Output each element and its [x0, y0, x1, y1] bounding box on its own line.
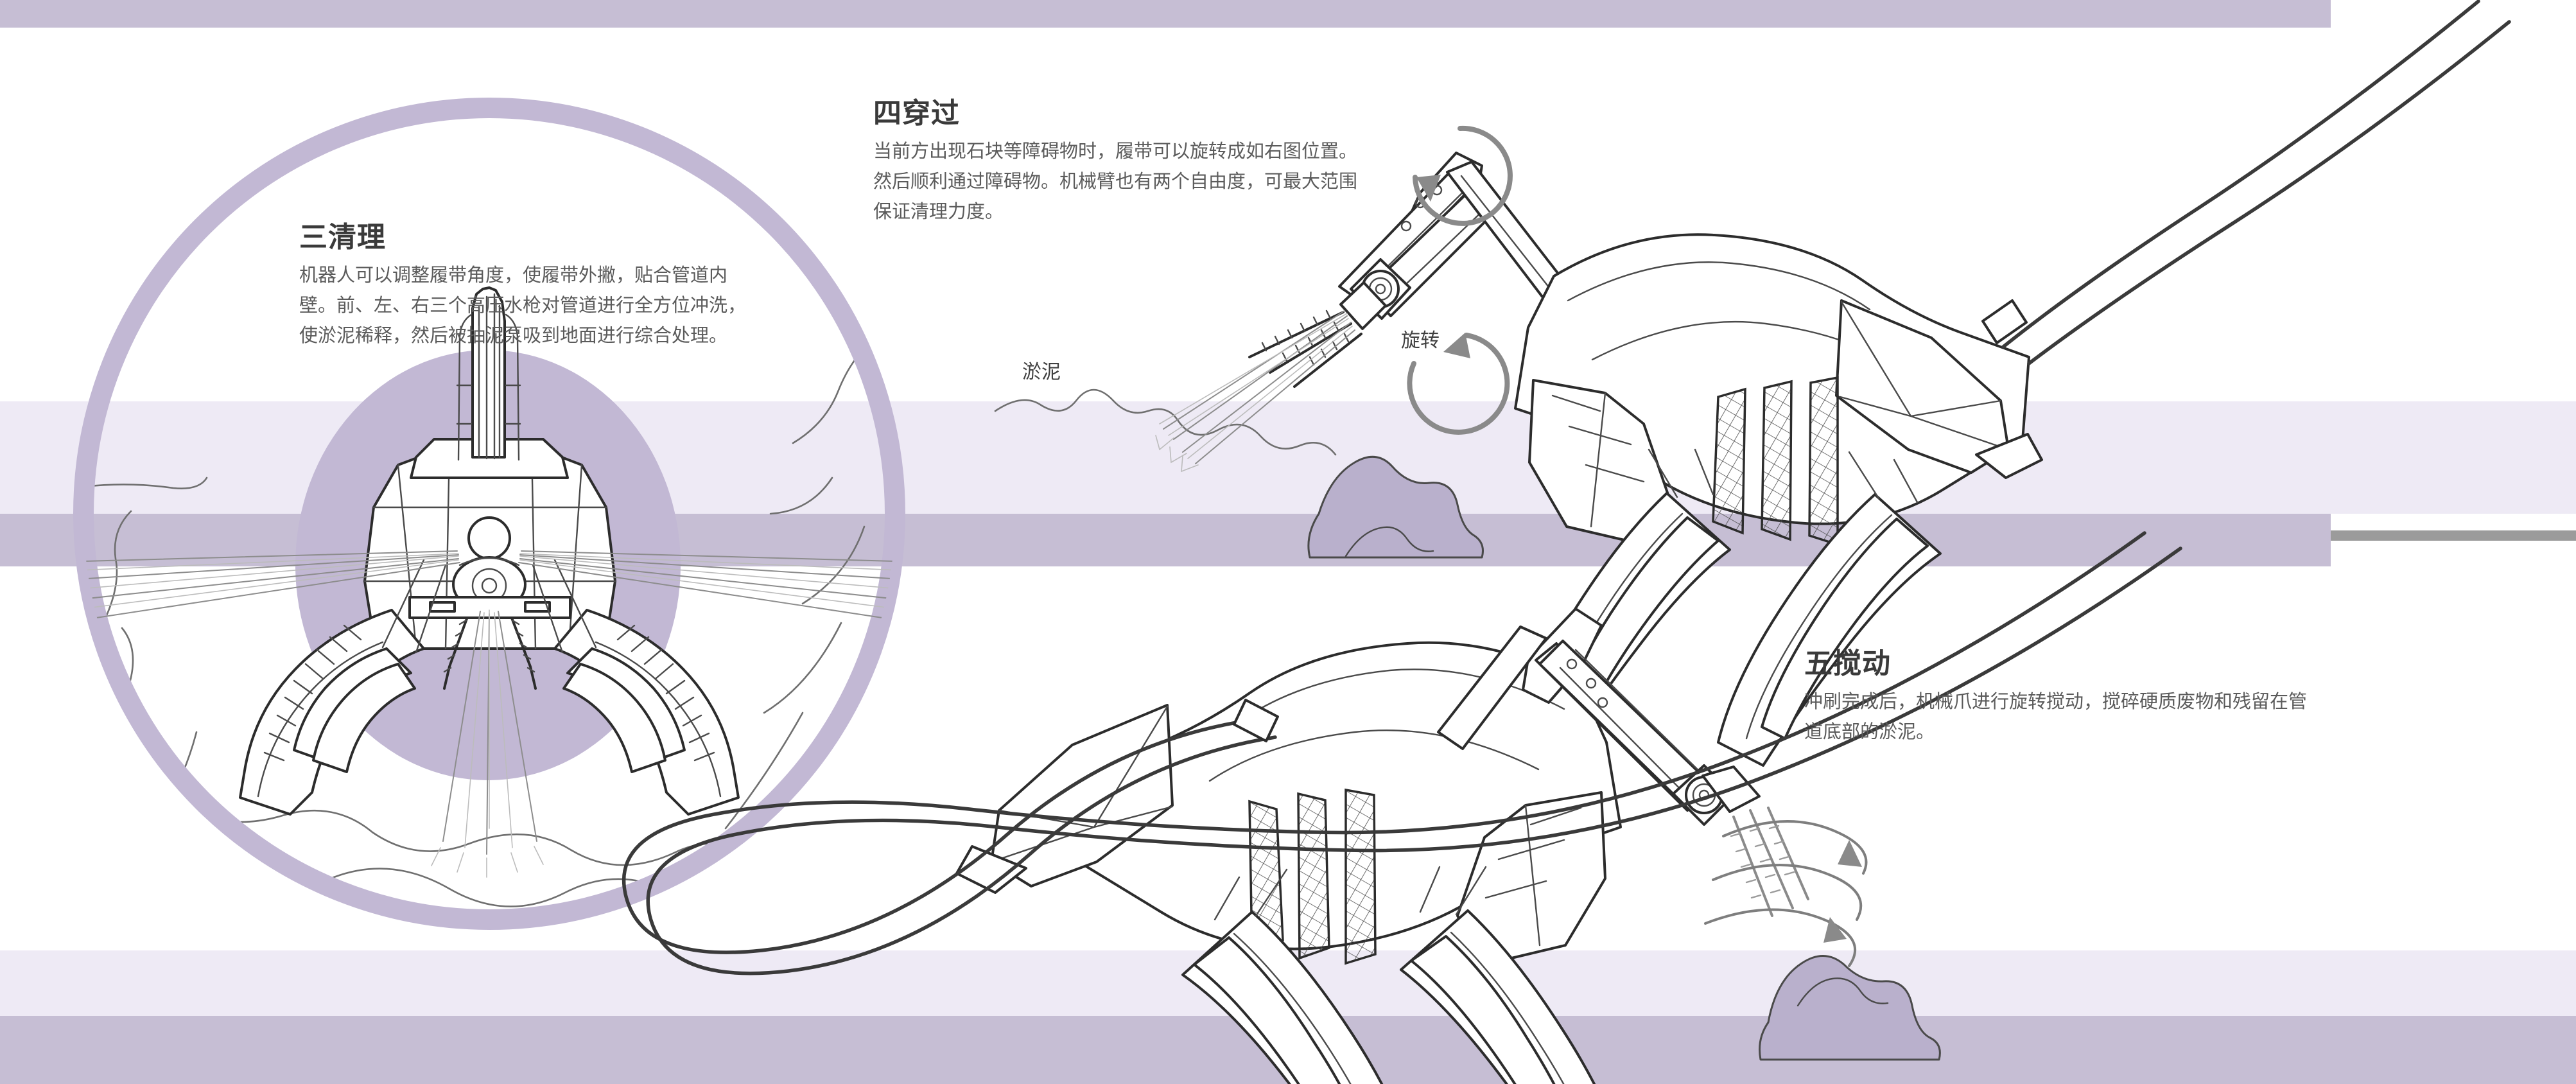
robot-port-right	[524, 601, 551, 613]
label-rotate: 旋转	[1401, 330, 1440, 351]
wrist-joint-upper	[1339, 258, 1411, 330]
robot-prong-right	[506, 605, 537, 690]
hose-lower-a	[622, 531, 2146, 954]
robot-strut-left	[381, 559, 447, 654]
robot-upper-track-rear	[1717, 493, 1942, 767]
panel-churn-body: 冲刷完成后，机械爪进行旋转搅动，搅碎硬质废物和残留在管道底部的淤泥。	[1804, 692, 2308, 742]
arm-lower-link-to-body	[1437, 625, 1547, 750]
rotation-arrow-track	[1407, 333, 1510, 435]
spray-tip-upper	[1155, 435, 1199, 473]
pipe-wall-terrain-left	[83, 476, 208, 855]
robot-mast-side-rails	[457, 313, 520, 461]
robot-prong-right-teeth	[511, 619, 535, 673]
robot-upper-underbody-seams	[1551, 392, 1645, 528]
robot-lower-underbody-seams	[1484, 804, 1582, 947]
robot-upper-snout	[1835, 299, 2010, 474]
robot-mast-clamps	[456, 384, 521, 425]
robot-nozzle-hub-upper	[467, 516, 511, 560]
claw-teeth-a	[1261, 310, 1332, 352]
track-right-pod	[562, 663, 666, 773]
panel-passthrough-title: 四穿过	[873, 98, 960, 129]
hose-upper-a	[2001, 0, 2480, 349]
robot-prong-left-teeth	[443, 619, 467, 673]
robot-track-right	[553, 609, 740, 816]
track-left-cleats	[263, 624, 362, 762]
nozzle-claw-upper	[1248, 310, 1362, 388]
panel-cleanup: 三清理 机器人可以调整履带角度，使履带外撇，贴合管道内壁。前、左、右三个高压水枪…	[299, 223, 761, 351]
water-jet-down	[431, 609, 544, 878]
panel-passthrough: 四穿过 当前方出现石块等障碍物时，履带可以旋转成如右图位置。然后顺利通过障碍物。…	[873, 100, 1361, 227]
detail-circle-ring	[73, 98, 905, 930]
top-band	[0, 0, 2331, 28]
arm-lower-pin-c	[1597, 697, 1608, 708]
robot-upper-leg-front	[1648, 448, 1714, 498]
hose-coupler-lower	[1233, 699, 1279, 742]
robot-mast-ribs	[478, 293, 501, 460]
track-left-pod	[312, 663, 416, 773]
front-view-robot	[83, 286, 895, 878]
robot-lower-leg-rear	[1214, 868, 1288, 921]
robot-lower-leg-front	[1419, 866, 1487, 916]
robot-port-left	[429, 601, 456, 613]
track-right-cleats	[616, 624, 715, 762]
side-robot-churn	[622, 531, 2182, 1084]
label-sludge: 淤泥	[1022, 362, 1061, 383]
pipe-wall-terrain-right	[724, 337, 878, 830]
robot-mast	[471, 286, 506, 459]
sludge-floor	[159, 795, 759, 866]
robot-upper-body-topline	[1567, 261, 1871, 311]
detail-circle-group	[73, 98, 905, 930]
arm-lower-pin-b	[1585, 678, 1597, 689]
robot-lower-body-ridge	[1208, 729, 1540, 782]
hose-coupler-upper	[1981, 299, 2028, 344]
robot-upper-vents	[1712, 376, 1839, 546]
hose-upper-b	[2027, 20, 2511, 365]
pipe-rail-gray	[2331, 530, 2576, 541]
robot-nozzle-hub-center	[481, 577, 498, 594]
rock-upper-facets	[1345, 526, 1434, 557]
jet-down-splash	[431, 846, 544, 878]
robot-prong-left	[443, 605, 473, 690]
hose-lower-b	[646, 546, 2182, 975]
robot-lower-snout	[990, 704, 1174, 887]
robot-upper-snout-facets	[1839, 301, 2010, 451]
rock-upper	[1307, 455, 1484, 559]
panel-cleanup-body: 机器人可以调整履带角度，使履带外撇，贴合管道内壁。前、左、右三个高压水枪对管道进…	[299, 265, 747, 346]
robot-strut-right	[532, 559, 597, 654]
rock-lower-facets	[1797, 977, 1889, 1007]
panel-churn: 五搅动 冲刷完成后，机械爪进行旋转搅动，搅碎硬质废物和残留在管道底部的淤泥。	[1804, 650, 2311, 747]
rock-lower	[1759, 955, 1941, 1061]
panel-passthrough-body: 当前方出现石块等障碍物时，履带可以旋转成如右图位置。然后顺利通过障碍物。机械臂也…	[873, 141, 1358, 222]
churn-claw	[1730, 807, 1809, 917]
wrist-collar	[1339, 281, 1387, 330]
robot-upper-leg-rear	[1848, 451, 1919, 503]
panel-cleanup-title: 三清理	[299, 222, 386, 253]
terrain-line-upper	[994, 389, 1337, 456]
robot-track-left	[239, 609, 425, 816]
arm-lower-pin-a	[1566, 658, 1578, 670]
side-robot-passthrough	[994, 0, 2511, 767]
robot-lower-track-rear	[1181, 911, 1384, 1084]
panel-churn-title: 五搅动	[1804, 648, 1891, 679]
water-spray-upper	[1155, 310, 1355, 473]
arm-link-seam	[1460, 175, 1553, 292]
arm-pin-b	[1400, 220, 1412, 232]
robot-upper-snout-fin	[1975, 433, 2043, 479]
water-jet-right	[518, 550, 895, 626]
arm-boom-seam	[1383, 177, 1490, 289]
churn-swirl-arrows	[1704, 820, 1868, 967]
robot-lower-track-front	[1400, 909, 1596, 1084]
rotation-arrow-arm	[1413, 125, 1513, 226]
